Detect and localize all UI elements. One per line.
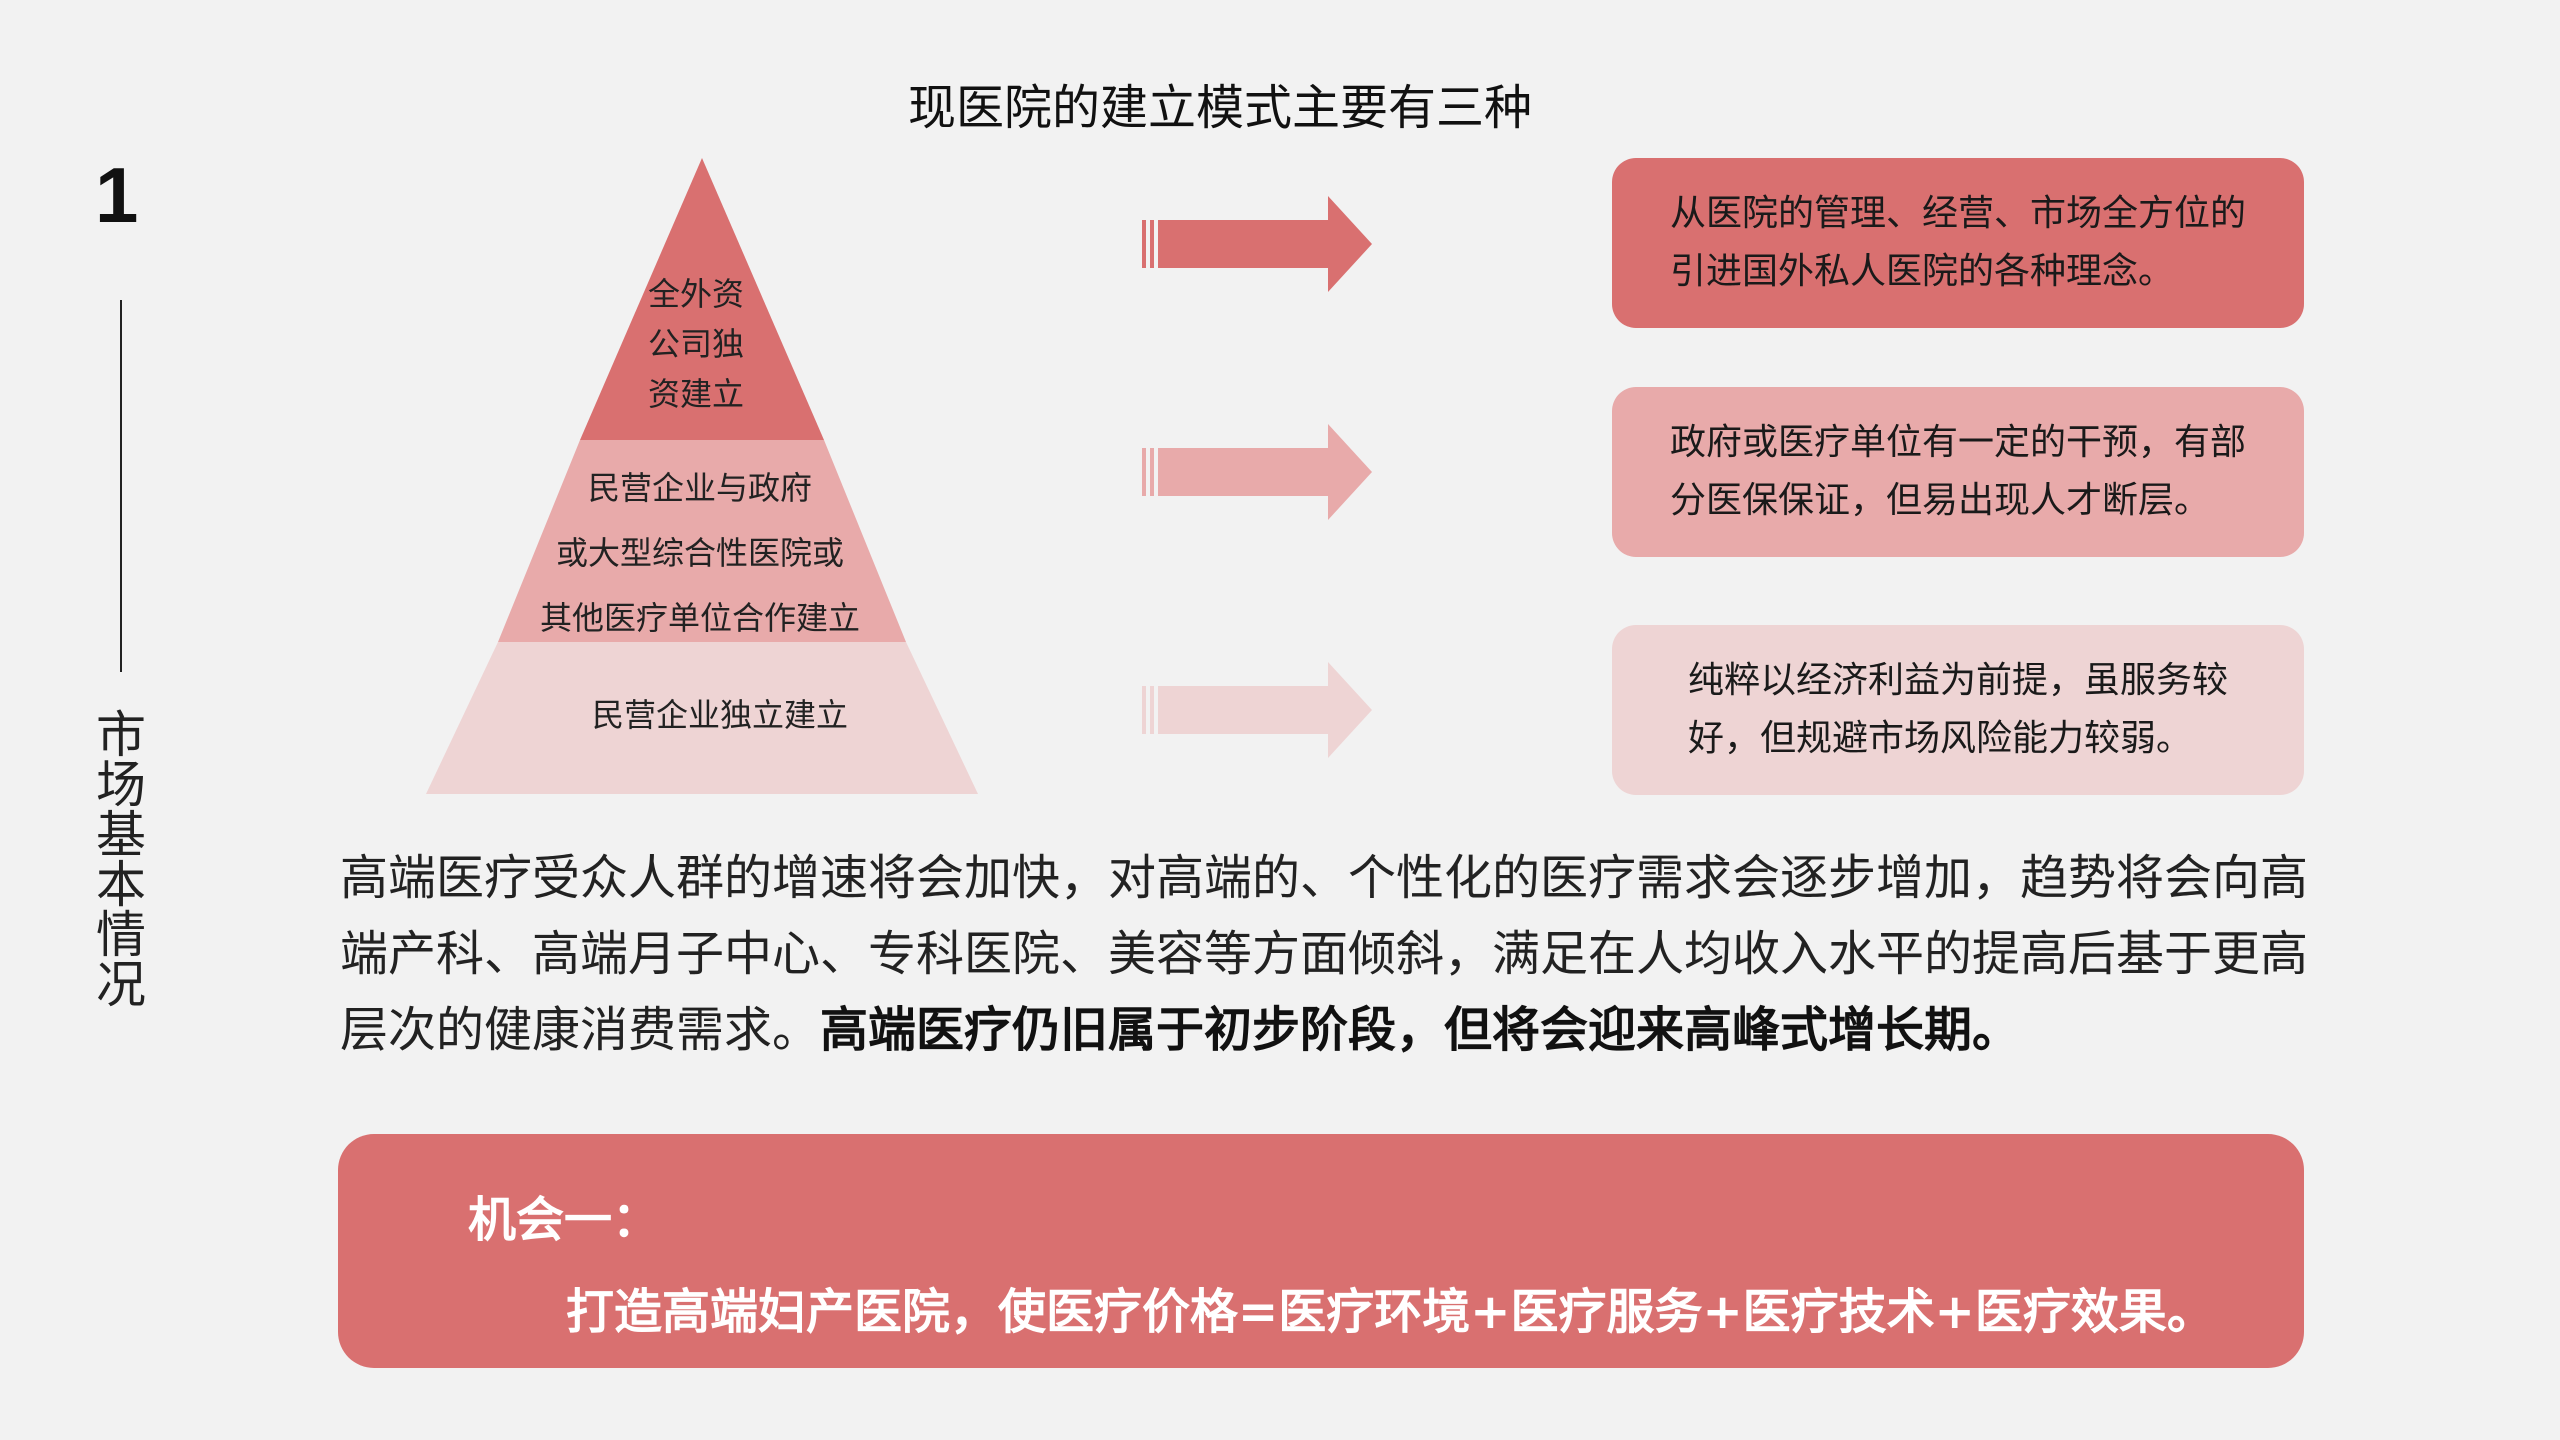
info-box-private: 纯粹以经济利益为前提，虽服务较好，但规避市场风险能力较弱。 — [1612, 625, 2304, 795]
analysis-paragraph: 高端医疗受众人群的增速将会加快，对高端的、个性化的医疗需求会逐步增加，趋势将会向… — [340, 840, 2320, 1068]
pyramid-label-line: 其他医疗单位合作建立 — [539, 599, 860, 637]
pyramid-label-line: 全外资 — [647, 275, 744, 313]
right-arrow-icon — [1142, 196, 1372, 292]
right-arrow-icon — [1142, 662, 1372, 758]
paragraph-normal-text: 高端医疗受众人群的增速将会加快，对高端的、个性化的医疗需求会逐步增加，趋势将会向… — [340, 850, 2309, 1058]
section-title: 市场基本情况 — [88, 708, 146, 1008]
pyramid-label-line: 公司独 — [647, 325, 744, 363]
pyramid-label-line: 民营企业独立建立 — [591, 696, 848, 734]
pyramid-level-top — [580, 158, 824, 440]
info-box-cooperation: 政府或医疗单位有一定的干预，有部分医保保证，但易出现人才断层。 — [1612, 387, 2304, 557]
opportunity-text: 打造高端妇产医院，使医疗价格=医疗环境+医疗服务+医疗技术+医疗效果。 — [566, 1284, 2215, 1340]
pyramid-level-middle — [498, 440, 906, 642]
info-box-text: 纯粹以经济利益为前提，虽服务较好，但规避市场风险能力较弱。 — [1688, 660, 2229, 759]
pyramid-label-line: 资建立 — [647, 375, 744, 413]
info-box-text: 从医院的管理、经营、市场全方位的引进国外私人医院的各种理念。 — [1670, 193, 2247, 292]
pyramid-label-line: 或大型综合性医院或 — [555, 534, 844, 572]
pyramid-label-bottom: 民营企业独立建立 — [500, 690, 940, 740]
paragraph-bold-text: 高端医疗仍旧属于初步阶段，但将会迎来高峰式增长期。 — [820, 1002, 2021, 1058]
opportunity-box — [338, 1134, 2304, 1368]
opportunity-title: 机会一： — [468, 1192, 661, 1248]
slide-title: 现医院的建立模式主要有三种 — [907, 80, 1532, 136]
info-box-text: 政府或医疗单位有一定的干预，有部分医保保证，但易出现人才断层。 — [1670, 422, 2247, 521]
section-divider — [120, 300, 122, 672]
pyramid-level-bottom — [426, 642, 978, 794]
info-box-foreign-capital: 从医院的管理、经营、市场全方位的引进国外私人医院的各种理念。 — [1612, 158, 2304, 328]
pyramid-diagram — [426, 158, 978, 794]
section-number: 1 — [95, 151, 139, 239]
pyramid-label-line: 民营企业与政府 — [587, 469, 812, 507]
pyramid-label-middle: 民营企业与政府 或大型综合性医院或 其他医疗单位合作建立 — [480, 456, 920, 651]
right-arrow-icon — [1142, 424, 1372, 520]
pyramid-label-top: 全外资 公司独 资建立 — [596, 269, 796, 419]
